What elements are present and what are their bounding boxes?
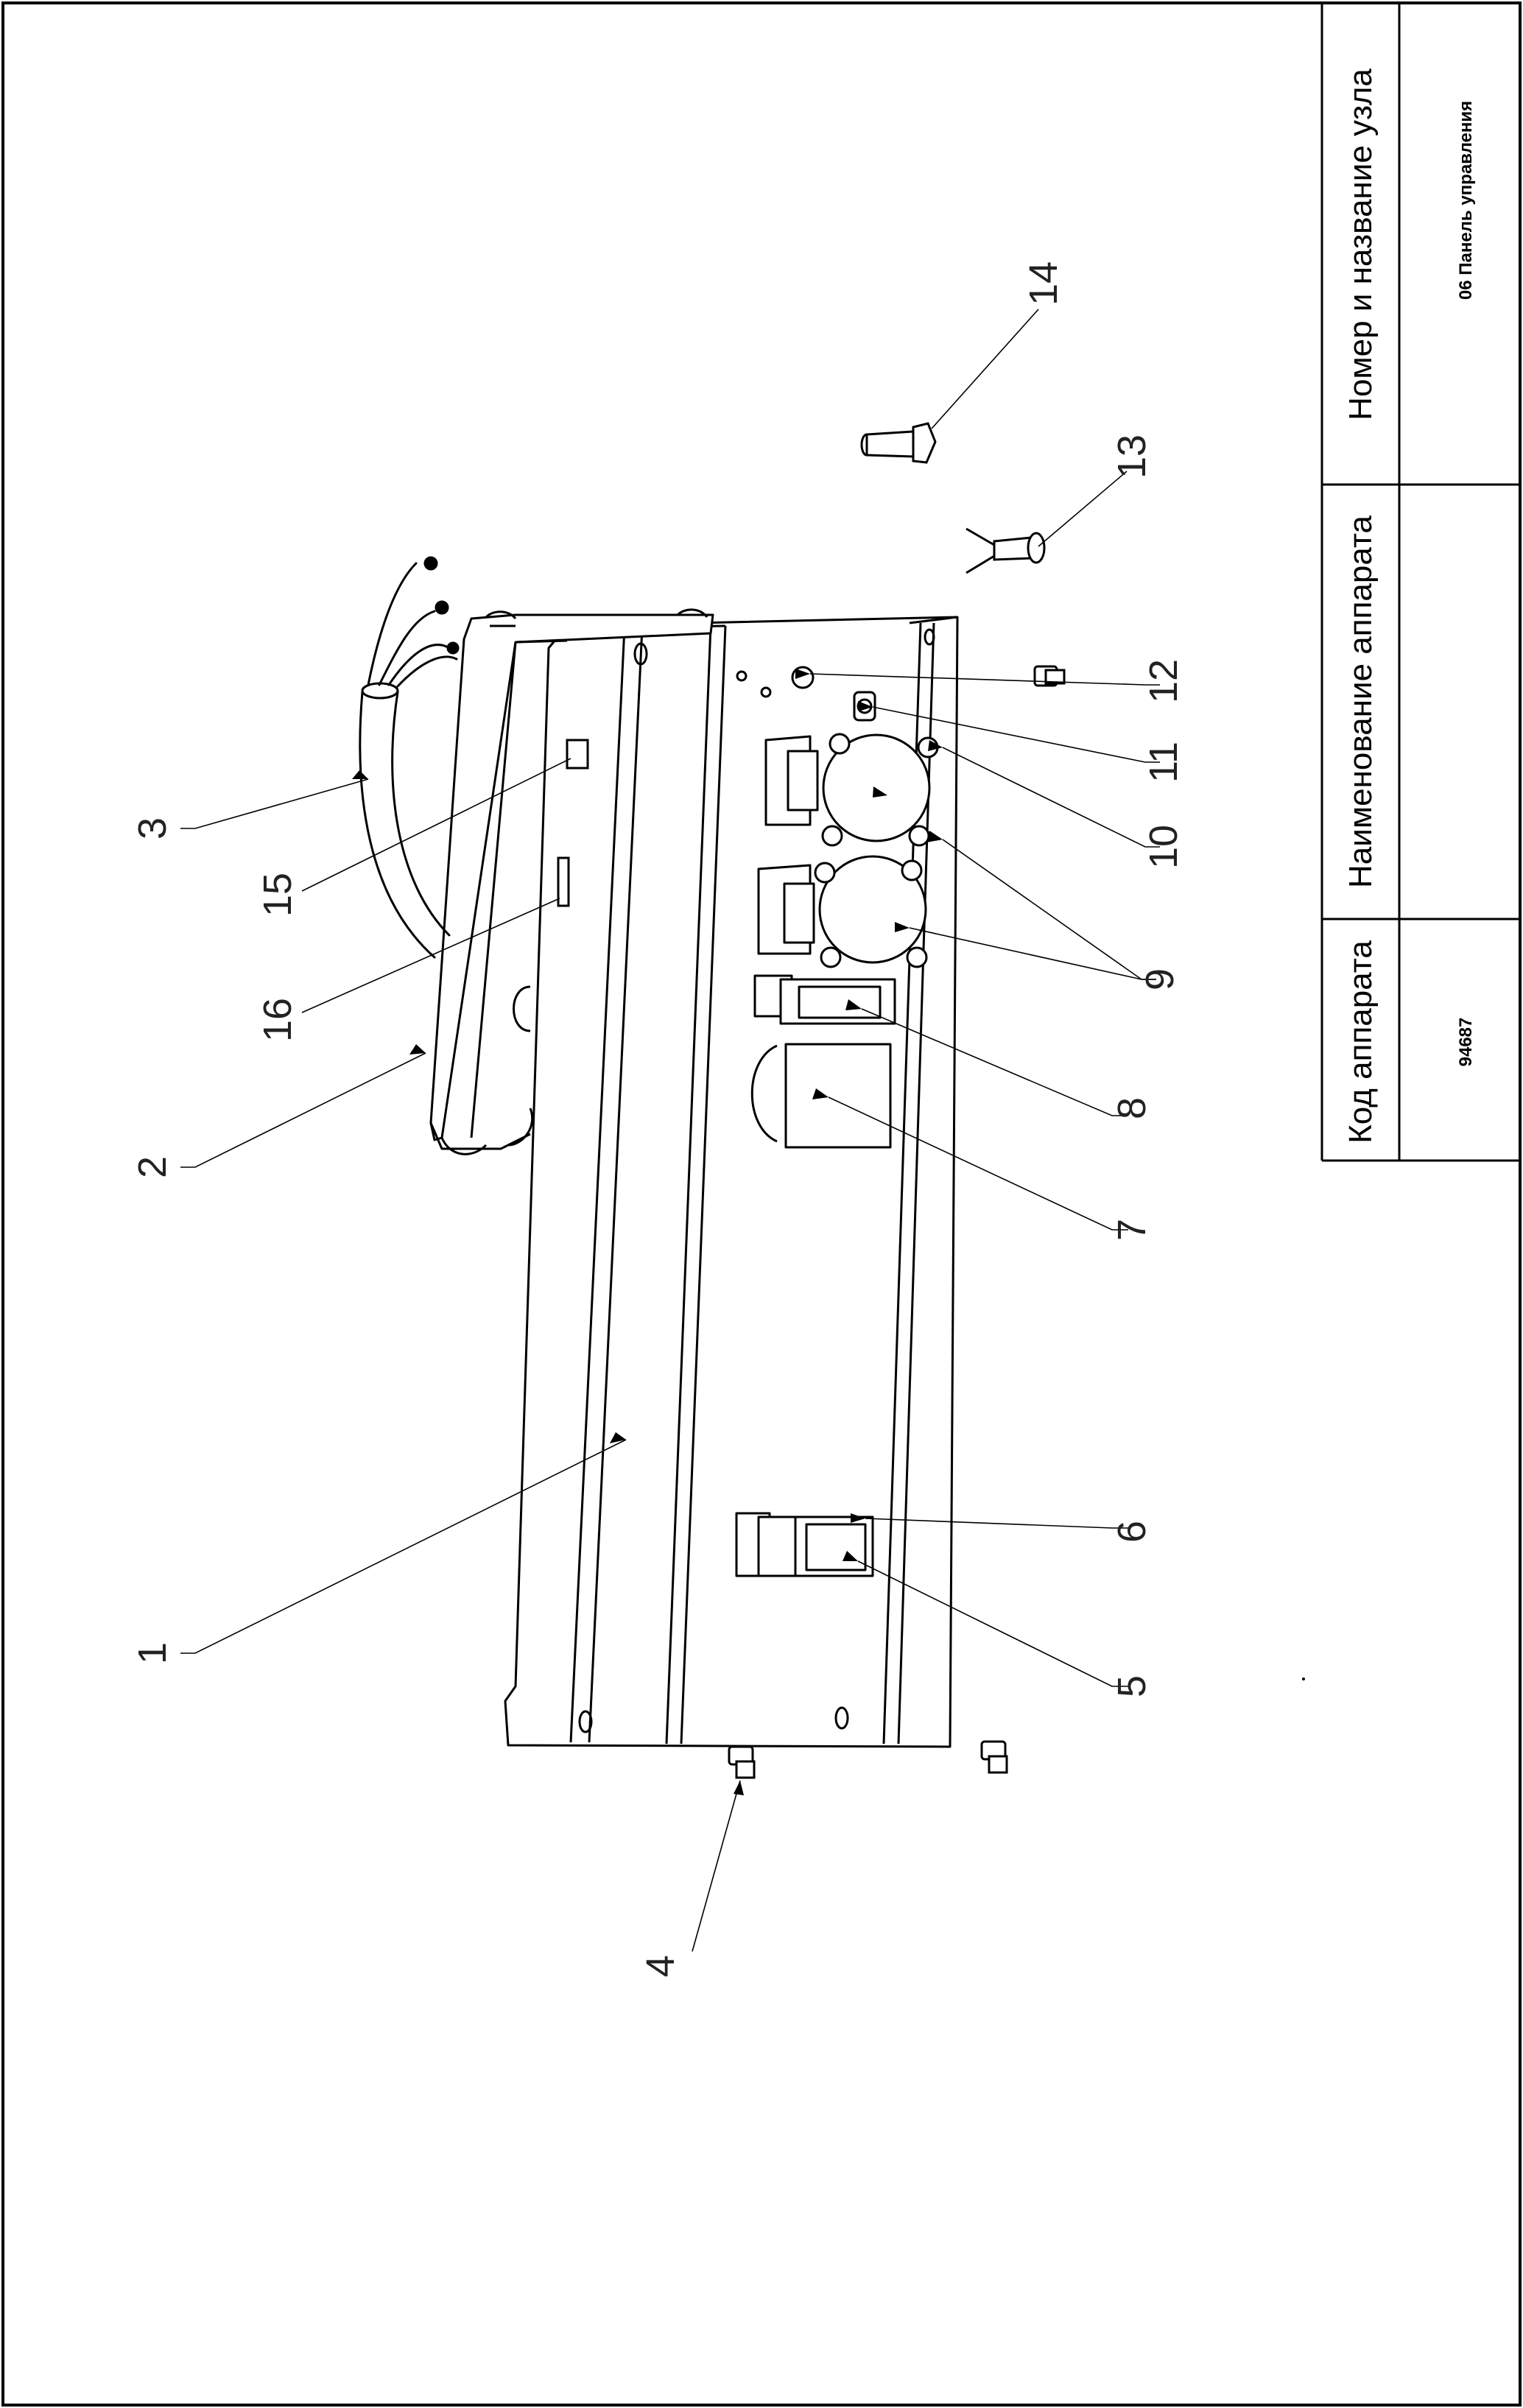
fasteners bbox=[728, 422, 1066, 1779]
title-header-code: Код аппарата bbox=[1343, 940, 1379, 1144]
rear-box bbox=[429, 608, 714, 1155]
callout-10: 10 bbox=[1142, 825, 1186, 869]
callout-2: 2 bbox=[130, 1156, 175, 1178]
callout-6: 6 bbox=[1110, 1521, 1154, 1543]
callout-5: 5 bbox=[1110, 1675, 1154, 1697]
title-value-code: 94687 bbox=[1456, 1018, 1476, 1067]
callout-7: 7 bbox=[1110, 1219, 1154, 1241]
label-plate-15 bbox=[566, 739, 589, 770]
panel-components bbox=[735, 666, 939, 1577]
callout-11: 11 bbox=[1142, 742, 1186, 783]
callout-1: 1 bbox=[130, 1642, 175, 1664]
callout-16: 16 bbox=[256, 998, 300, 1042]
title-value-node: 06 Панель управления bbox=[1456, 101, 1476, 300]
callout-9: 9 bbox=[1138, 968, 1182, 990]
label-strip-16 bbox=[557, 856, 570, 907]
callout-4: 4 bbox=[639, 1955, 683, 1977]
arrowheads bbox=[352, 669, 943, 1795]
callout-8: 8 bbox=[1110, 1097, 1154, 1119]
callout-13: 13 bbox=[1110, 434, 1154, 479]
callout-15: 15 bbox=[256, 873, 300, 917]
callout-numbers: 1 2 3 4 5 6 7 8 9 10 11 12 13 14 15 16 bbox=[130, 261, 1186, 1977]
title-header-node: Номер и название узла bbox=[1343, 68, 1379, 420]
callout-14: 14 bbox=[1021, 261, 1066, 306]
callout-12: 12 bbox=[1142, 659, 1186, 703]
cable-harness bbox=[359, 556, 460, 959]
stray-mark bbox=[1302, 1677, 1305, 1680]
title-header-name: Наименование аппарата bbox=[1343, 515, 1379, 888]
callout-3: 3 bbox=[130, 817, 175, 839]
leader-lines bbox=[180, 309, 1160, 1952]
title-block bbox=[1320, 3, 1520, 1162]
